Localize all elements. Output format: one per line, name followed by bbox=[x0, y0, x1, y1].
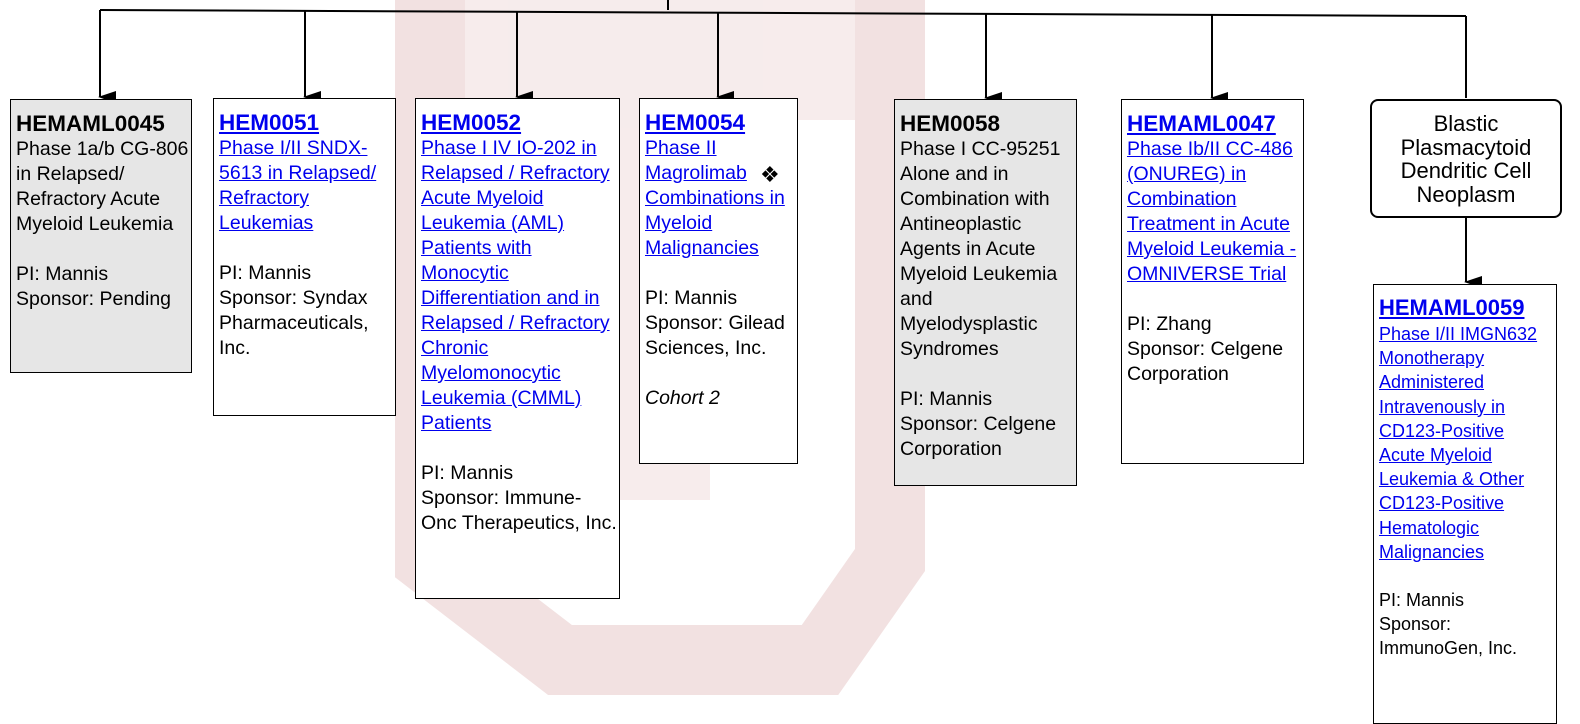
trial-description-link[interactable]: Phase I/II SNDX-5613 in Relapsed/ Refrac… bbox=[219, 137, 377, 234]
trial-description-link[interactable]: Phase I IV IO-202 in Relapsed / Refracto… bbox=[421, 137, 610, 434]
trial-description-link[interactable]: Phase Ib/II CC-486 (ONUREG) in Combinati… bbox=[1127, 138, 1297, 285]
trial-box-hem0052: HEM0052 Phase I IV IO-202 in Relapsed / … bbox=[415, 98, 620, 599]
trial-description: Phase 1a/b CG-806 in Relapsed/ Refractor… bbox=[16, 138, 189, 235]
trial-id-link[interactable]: HEM0054 bbox=[645, 110, 746, 135]
trial-id-link[interactable]: HEM0051 bbox=[219, 110, 320, 135]
trial-sponsor: Sponsor: Celgene Corporation bbox=[1127, 338, 1284, 385]
trial-sponsor: Sponsor: Celgene Corporation bbox=[900, 413, 1057, 460]
trial-box-hemaml0045: HEMAML0045 Phase 1a/b CG-806 in Relapsed… bbox=[10, 99, 192, 373]
trial-sponsor: Sponsor: Immune-Onc Therapeutics, Inc. bbox=[421, 487, 617, 534]
trial-id: HEMAML0045 bbox=[16, 111, 165, 136]
category-label: Blastic Plasmacytoid Dendritic Cell Neop… bbox=[1400, 111, 1532, 207]
trial-pi: PI: Mannis bbox=[1379, 590, 1465, 611]
trial-box-hem0051: HEM0051 Phase I/II SNDX-5613 in Relapsed… bbox=[213, 98, 396, 416]
trial-description-link[interactable]: Phase II Magrolimab Combinations in Myel… bbox=[645, 137, 785, 259]
trial-box-hem0054: HEM0054 Phase II Magrolimab Combinations… bbox=[639, 98, 798, 464]
trial-box-hem0058: HEM0058 Phase I CC-95251 Alone and in Co… bbox=[894, 99, 1077, 486]
trial-pi: PI: Zhang bbox=[1127, 313, 1212, 335]
trial-box-hemaml0047: HEMAML0047 Phase Ib/II CC-486 (ONUREG) i… bbox=[1121, 99, 1304, 464]
trial-description: Phase I CC-95251 Alone and in Combinatio… bbox=[900, 138, 1061, 360]
trial-sponsor: Sponsor: Pending bbox=[16, 288, 172, 310]
trial-pi: PI: Mannis bbox=[16, 263, 109, 285]
trial-sponsor: Sponsor: ImmunoGen, Inc. bbox=[1379, 614, 1518, 659]
trial-description-link[interactable]: Phase I/II IMGN632 Monotherapy Administe… bbox=[1379, 324, 1538, 562]
trial-pi: PI: Mannis bbox=[219, 262, 312, 284]
category-box-bpdcn: Blastic Plasmacytoid Dendritic Cell Neop… bbox=[1370, 99, 1562, 218]
trial-sponsor: Sponsor: Gilead Sciences, Inc. bbox=[645, 312, 785, 359]
trial-pi: PI: Mannis bbox=[900, 388, 993, 410]
trial-pi: PI: Mannis bbox=[645, 287, 738, 309]
trial-id-link[interactable]: HEMAML0059 bbox=[1379, 295, 1525, 320]
trial-id-link[interactable]: HEMAML0047 bbox=[1127, 111, 1276, 136]
trial-pi: PI: Mannis bbox=[421, 462, 514, 484]
trial-box-hemaml0059: HEMAML0059 Phase I/II IMGN632 Monotherap… bbox=[1373, 284, 1557, 724]
trial-cohort-note: Cohort 2 bbox=[645, 387, 720, 409]
trial-id: HEM0058 bbox=[900, 111, 1001, 136]
diamond-marker-icon: ❖ bbox=[760, 162, 780, 187]
trial-id-link[interactable]: HEM0052 bbox=[421, 110, 522, 135]
trial-sponsor: Sponsor: Syndax Pharmaceuticals, Inc. bbox=[219, 287, 369, 359]
horizontal-bus bbox=[99, 9, 1467, 17]
